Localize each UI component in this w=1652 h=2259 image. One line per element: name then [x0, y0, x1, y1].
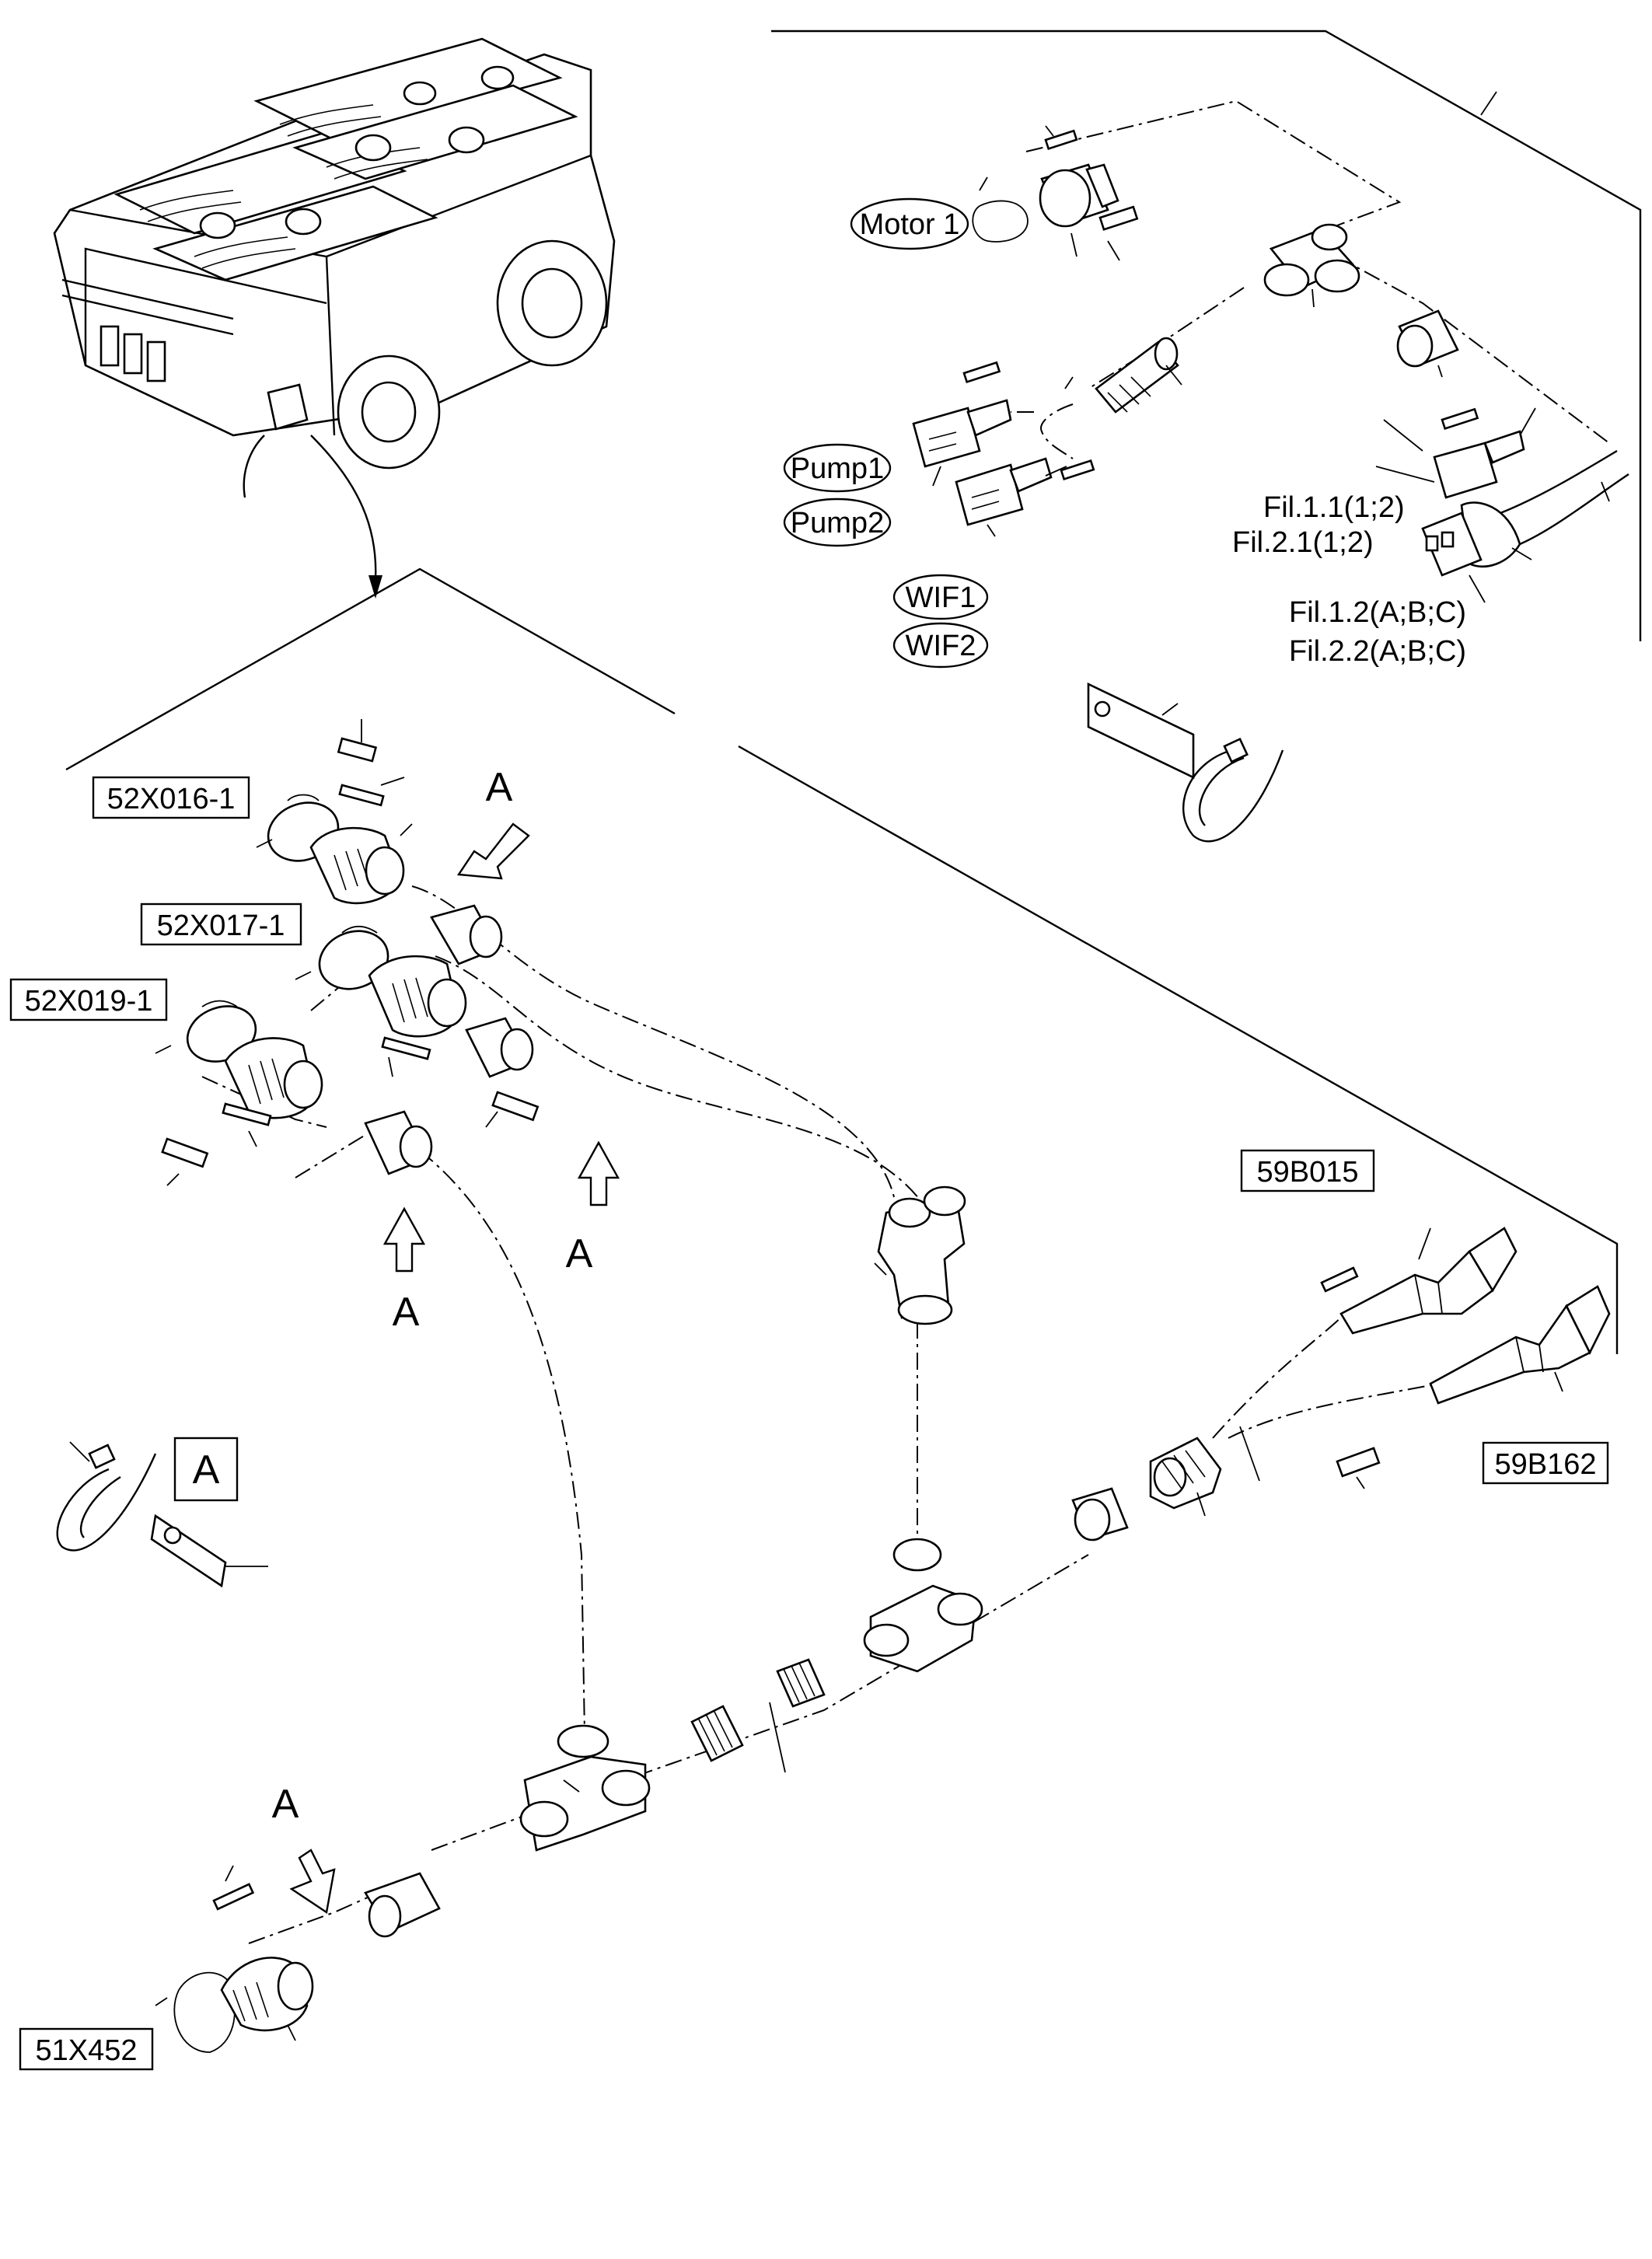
label-pump2: Pump2 [783, 498, 892, 547]
label-wif2: WIF2 [892, 622, 989, 669]
label-motor-1: Motor 1 [850, 197, 969, 250]
label-fil-2-1: Fil.2.1(1;2) [1232, 526, 1374, 559]
svg-text:WIF2: WIF2 [906, 630, 976, 662]
label-arrow-a-top: A [486, 765, 513, 810]
svg-text:59B162: 59B162 [1494, 1448, 1596, 1481]
label-52x016-1: 52X016-1 [92, 776, 250, 819]
label-52x017-1: 52X017-1 [140, 903, 302, 946]
svg-text:52X019-1: 52X019-1 [25, 985, 153, 1018]
label-fil-1-1: Fil.1.1(1;2) [1263, 491, 1405, 524]
svg-text:51X452: 51X452 [35, 2034, 137, 2067]
label-59b162: 59B162 [1482, 1441, 1609, 1485]
svg-text:A: A [193, 1447, 220, 1493]
label-fil-1-2: Fil.1.2(A;B;C) [1289, 596, 1466, 629]
svg-text:Pump1: Pump1 [791, 452, 884, 485]
svg-text:59B015: 59B015 [1256, 1156, 1358, 1189]
label-52x019-1: 52X019-1 [9, 978, 168, 1021]
svg-text:Pump2: Pump2 [791, 507, 884, 539]
label-detail-a-box: A [173, 1437, 239, 1502]
label-51x452: 51X452 [19, 2027, 154, 2071]
main-harness-panel [56, 567, 1619, 2053]
svg-text:52X016-1: 52X016-1 [107, 783, 236, 815]
label-arrow-a-right: A [566, 1231, 593, 1276]
label-arrow-a-bottom: A [272, 1782, 299, 1827]
label-wif1: WIF1 [892, 574, 989, 620]
label-59b015: 59B015 [1240, 1149, 1375, 1192]
engine-illustration [53, 37, 616, 599]
detail-panel-top-right [771, 30, 1642, 843]
svg-text:52X017-1: 52X017-1 [157, 910, 285, 942]
svg-text:Motor 1: Motor 1 [860, 208, 960, 241]
label-fil-2-2: Fil.2.2(A;B;C) [1289, 635, 1466, 668]
label-pump1: Pump1 [783, 443, 892, 493]
label-arrow-a-left: A [393, 1290, 420, 1335]
svg-text:WIF1: WIF1 [906, 581, 976, 614]
